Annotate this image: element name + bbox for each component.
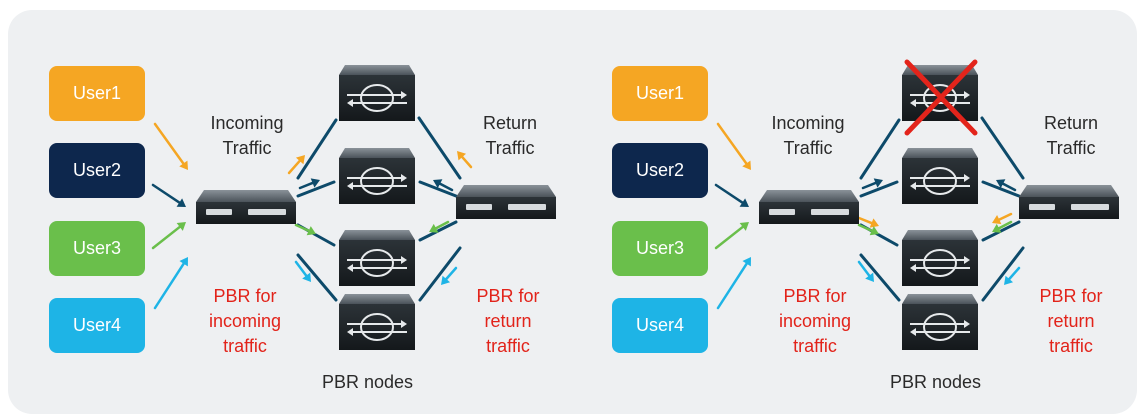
left-in-arrow-3 (294, 223, 316, 236)
left-ret-arrow-1 (457, 151, 473, 169)
left-link-ret-4 (418, 246, 462, 302)
left-user2-box: User2 (49, 143, 145, 198)
right-ret-arrow-3 (992, 220, 1013, 233)
left-pbr-node-3-icon (339, 230, 415, 286)
right-user1-box: User1 (612, 66, 708, 121)
left-ret-arrow-2 (433, 179, 454, 192)
right-ret-arrow-4 (1004, 266, 1021, 285)
right-pbr-node-3-icon (902, 230, 978, 286)
left-ret-arrow-3 (429, 220, 450, 233)
left-incoming-switch-icon (196, 190, 296, 224)
left-return-traffic-label: Return Traffic (482, 113, 538, 158)
left-in-arrow-1 (287, 155, 305, 175)
right-pbr-node-4-icon (902, 294, 978, 350)
left-pbr-node-2-icon (339, 148, 415, 204)
right-link-in-4 (859, 253, 901, 302)
left-user2-arrow (151, 183, 186, 207)
left-user3-arrow (151, 222, 186, 250)
left-link-in-1 (296, 118, 338, 180)
left-link-ret-2 (418, 180, 458, 198)
right-user4-box: User4 (612, 298, 708, 353)
right-user4-arrow (716, 257, 751, 310)
left-link-ret-1 (417, 116, 462, 180)
right-in-arrow-2 (861, 178, 883, 190)
right-pbr-return-label: PBR for return traffic (1039, 286, 1103, 356)
right-pbr-node-2-icon (902, 148, 978, 204)
right-in-arrow-3 (857, 223, 879, 236)
left-in-arrow-4 (294, 260, 311, 282)
right-pbr-incoming-label: PBR for incoming traffic (778, 286, 852, 356)
left-link-in-2 (296, 180, 336, 198)
right-user1-arrow (716, 122, 751, 170)
right-incoming-switch-icon (759, 190, 859, 224)
left-incoming-traffic-label: Incoming Traffic (210, 113, 284, 158)
left-ret-arrow-4 (441, 266, 458, 285)
right-link-ret-4 (981, 246, 1025, 302)
left-link-ret-3 (418, 220, 458, 242)
right-link-in-2 (859, 180, 899, 198)
right-failure-cross-icon (904, 59, 978, 136)
left-pbr-nodes-label: PBR nodes (321, 372, 414, 392)
left-link-in-4 (296, 253, 338, 302)
right-incoming-traffic-label: Incoming Traffic (771, 113, 845, 158)
left-pbr-node-1-icon (339, 65, 415, 121)
right-pbr-nodes-label: PBR nodes (889, 372, 982, 392)
right-return-switch-icon (1019, 185, 1119, 219)
left-return-switch-icon (456, 185, 556, 219)
right-user2-box: User2 (612, 143, 708, 198)
right-ret-arrow-2 (996, 179, 1017, 192)
right-link-ret-3 (981, 220, 1021, 242)
right-in-arrow-3a (857, 216, 879, 228)
left-user4-arrow (153, 257, 188, 310)
left-in-arrow-2 (298, 178, 320, 190)
right-return-traffic-label: Return Traffic (1043, 113, 1099, 158)
left-user1-box: User1 (49, 66, 145, 121)
left-pbr-incoming-label: PBR for incoming traffic (208, 286, 282, 356)
right-ret-arrow-3a (992, 212, 1013, 225)
left-pbr-node-4-icon (339, 294, 415, 350)
left-user4-box: User4 (49, 298, 145, 353)
right-link-ret-1 (980, 116, 1025, 180)
right-user3-box: User3 (612, 221, 708, 276)
left-user3-box: User3 (49, 221, 145, 276)
right-link-in-1 (859, 118, 901, 180)
left-pbr-return-label: PBR for return traffic (476, 286, 540, 356)
right-link-ret-2 (981, 180, 1021, 198)
right-user3-arrow (714, 222, 749, 250)
left-user1-arrow (153, 122, 188, 170)
right-in-arrow-4 (857, 260, 874, 282)
right-user2-arrow (714, 183, 749, 207)
